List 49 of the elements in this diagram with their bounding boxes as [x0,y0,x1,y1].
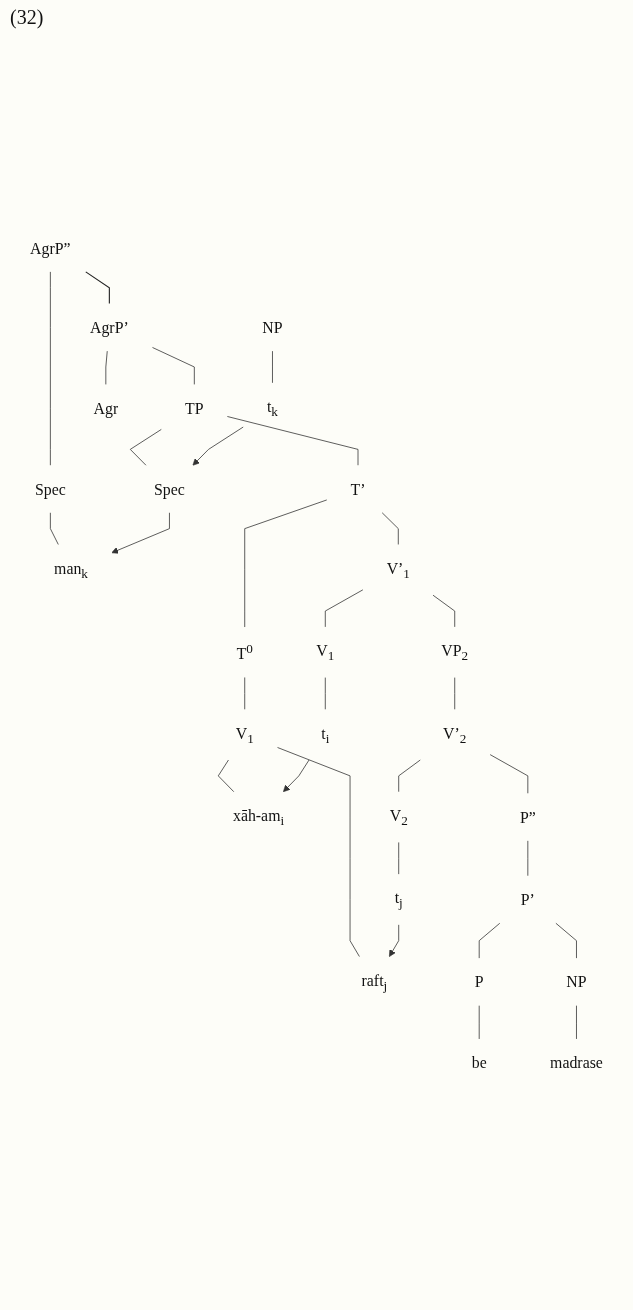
node-text: V’$_{2}$ [443,723,467,746]
node-text: Spec [34,479,66,498]
node-text: t$_{i}$ [321,723,330,746]
connector [324,589,364,627]
node-text: V$_{1}$ [235,723,254,746]
connector [454,676,456,710]
node-text: T’ [350,479,366,498]
node-text: madrase [550,1053,603,1072]
node-text: V$_{2}$ [389,806,408,828]
connector [381,511,399,545]
node-text: xāh-am$_{i}$ [232,806,285,828]
connector [244,676,246,710]
connector [105,350,108,385]
connector [244,499,328,627]
connector [272,350,273,383]
connector [398,841,400,875]
connector [576,1004,577,1039]
connector [324,676,326,710]
connector [555,922,577,959]
connector [49,271,51,466]
node-text: man$_{k}$ [54,559,88,581]
node-text: Agr [93,399,119,417]
node-text: V$_{1}$ [316,641,335,663]
node-text: be [471,1053,487,1072]
node-text: VP$_{2}$ [441,641,469,663]
connector [398,759,421,792]
connector [489,753,529,794]
node-text: Spec [154,479,185,498]
node-text: t$_{k}$ [266,397,278,419]
connector [478,922,501,959]
example-number: (32) [10,6,44,29]
connector [277,746,360,957]
node-text: t$_{j}$ [394,888,403,911]
connector [432,594,456,627]
node-text: raft$_{j}$ [361,971,388,993]
node-text: AgrP’ [89,318,129,336]
node-text: V’$_{1}$ [386,559,410,581]
node-text: NP [262,318,283,336]
node-text: NP [566,972,587,991]
connector [85,270,110,304]
node-text: P [474,972,484,991]
node-text: P” [519,807,536,826]
connector [226,415,359,466]
connector [152,346,195,385]
node-text: T$^{0}$ [236,640,253,662]
node-text: P’ [520,890,535,908]
node-text: AgrP” [30,238,71,257]
connector [49,511,59,545]
node-text: TP [185,399,204,417]
